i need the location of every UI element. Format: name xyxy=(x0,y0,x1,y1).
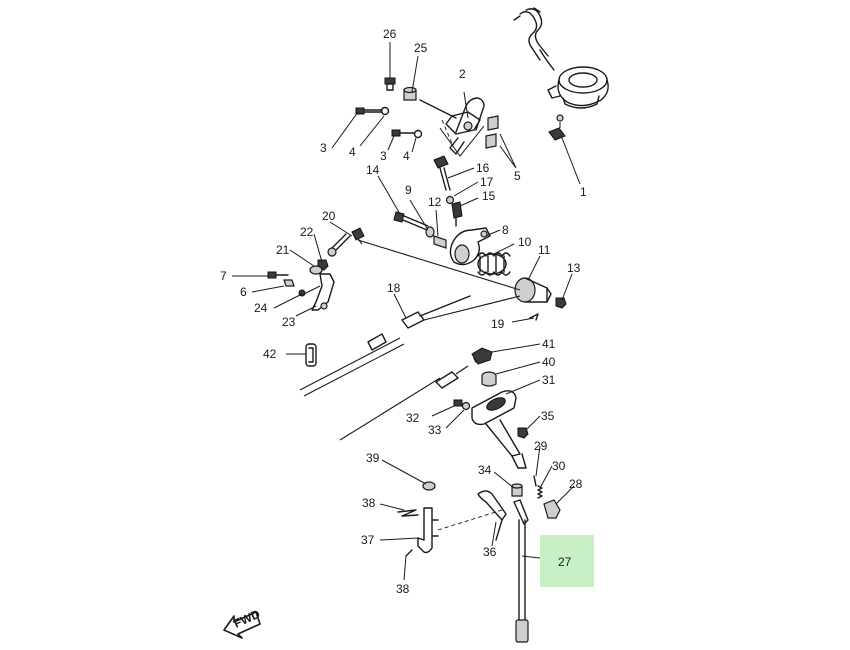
callout-40[interactable]: 40 xyxy=(542,355,556,369)
callout-21[interactable]: 21 xyxy=(276,243,290,257)
part-6-washer[interactable] xyxy=(283,279,295,287)
callout-32[interactable]: 32 xyxy=(406,411,420,425)
part-11-drum[interactable] xyxy=(514,277,552,303)
part-29-pin[interactable] xyxy=(533,475,537,487)
highlighted-part-box[interactable] xyxy=(540,535,594,587)
callout-42[interactable]: 42 xyxy=(263,347,277,361)
callout-31[interactable]: 31 xyxy=(542,373,556,387)
callout-2[interactable]: 2 xyxy=(459,67,466,81)
callout-25[interactable]: 25 xyxy=(414,41,428,55)
callout-23[interactable]: 23 xyxy=(282,315,296,329)
part-38-spring-upper[interactable] xyxy=(397,509,419,517)
part-30-spring[interactable] xyxy=(537,485,543,499)
callout-3[interactable]: 3 xyxy=(380,149,387,163)
callout-30[interactable]: 30 xyxy=(552,459,566,473)
callout-9[interactable]: 9 xyxy=(405,183,412,197)
part-34-collar[interactable] xyxy=(511,483,523,497)
fwd-label: FWD xyxy=(232,607,263,631)
callout-14[interactable]: 14 xyxy=(366,163,380,177)
part-18-cable-end[interactable] xyxy=(401,295,521,329)
callout-37[interactable]: 37 xyxy=(361,533,375,547)
callout-19[interactable]: 19 xyxy=(491,317,505,331)
callout-3[interactable]: 3 xyxy=(320,141,327,155)
part-27-shift-rod[interactable] xyxy=(513,499,529,643)
part-5-bushing[interactable] xyxy=(485,115,499,149)
callout-11[interactable]: 11 xyxy=(538,243,551,257)
part-21-collar[interactable] xyxy=(309,265,323,275)
part-3-4-upper[interactable] xyxy=(355,106,390,116)
callout-24[interactable]: 24 xyxy=(254,301,268,315)
part-1-bracket[interactable] xyxy=(513,7,609,141)
callout-6[interactable]: 6 xyxy=(240,285,247,299)
part-23-link[interactable] xyxy=(303,273,335,311)
part-36-shift-lever[interactable] xyxy=(437,490,507,541)
callout-17[interactable]: 17 xyxy=(480,175,494,189)
callout-18[interactable]: 18 xyxy=(387,281,401,295)
part-2-lever[interactable] xyxy=(419,91,485,157)
part-28-cap[interactable] xyxy=(543,499,561,519)
callout-13[interactable]: 13 xyxy=(567,261,581,275)
callout-41[interactable]: 41 xyxy=(542,337,556,351)
part-12-spacer[interactable] xyxy=(433,235,447,249)
callout-8[interactable]: 8 xyxy=(502,223,509,237)
leader-lines xyxy=(232,42,581,581)
part-33-washer[interactable] xyxy=(461,401,471,411)
part-7-bolt[interactable] xyxy=(267,271,289,279)
callout-34[interactable]: 34 xyxy=(478,463,492,477)
callout-22[interactable]: 22 xyxy=(300,225,314,239)
part-19-clip[interactable] xyxy=(529,313,539,321)
parts-drawing: FWD xyxy=(223,7,609,643)
shift-cable xyxy=(299,337,401,391)
callout-39[interactable]: 39 xyxy=(366,451,380,465)
part-15-pin[interactable] xyxy=(451,201,463,227)
part-14-bolt[interactable] xyxy=(393,211,429,231)
callout-28[interactable]: 28 xyxy=(569,477,583,491)
callout-labels: 26 25 2 3 4 3 4 5 1 14 16 17 15 9 12 8 2… xyxy=(220,27,587,596)
callout-27[interactable]: 27 xyxy=(558,555,572,569)
callout-10[interactable]: 10 xyxy=(518,235,532,249)
part-13-nut[interactable] xyxy=(555,297,567,309)
part-40-bushing[interactable] xyxy=(481,371,497,387)
callout-5[interactable]: 5 xyxy=(514,169,521,183)
part-3-4-lower[interactable] xyxy=(391,129,423,139)
callout-4[interactable]: 4 xyxy=(403,149,410,163)
part-16-rod[interactable] xyxy=(433,155,451,191)
part-42-clip[interactable] xyxy=(305,343,317,367)
callout-16[interactable]: 16 xyxy=(476,161,490,175)
callout-12[interactable]: 12 xyxy=(428,195,442,209)
part-10-spring[interactable] xyxy=(477,252,511,276)
callout-4[interactable]: 4 xyxy=(349,145,356,159)
callout-7[interactable]: 7 xyxy=(220,269,227,283)
callout-33[interactable]: 33 xyxy=(428,423,442,437)
throttle-cable-upper xyxy=(357,239,521,291)
callout-26[interactable]: 26 xyxy=(383,27,397,41)
part-38-spring-lower[interactable] xyxy=(405,549,413,557)
callout-29[interactable]: 29 xyxy=(534,439,548,453)
callout-20[interactable]: 20 xyxy=(322,209,336,223)
callout-36[interactable]: 36 xyxy=(483,545,497,559)
callout-38[interactable]: 38 xyxy=(396,582,410,596)
part-8-cam[interactable] xyxy=(449,227,491,266)
callout-35[interactable]: 35 xyxy=(541,409,555,423)
part-17-washer[interactable] xyxy=(445,195,455,205)
part-20-balljoint[interactable] xyxy=(327,227,365,257)
callout-38[interactable]: 38 xyxy=(362,496,376,510)
part-31-shift-arm[interactable] xyxy=(471,390,527,469)
part-32-bolt[interactable] xyxy=(453,399,463,407)
part-25-collar[interactable] xyxy=(403,86,417,101)
part-37-bracket[interactable] xyxy=(417,507,439,554)
callout-1[interactable]: 1 xyxy=(580,185,587,199)
part-35-nut[interactable] xyxy=(517,427,529,439)
part-41-joint[interactable] xyxy=(471,347,493,365)
callout-15[interactable]: 15 xyxy=(482,189,496,203)
fwd-arrow-icon: FWD xyxy=(223,607,263,639)
